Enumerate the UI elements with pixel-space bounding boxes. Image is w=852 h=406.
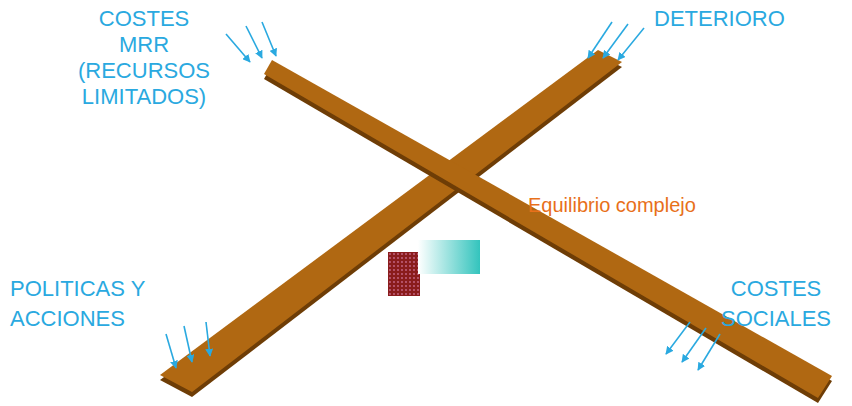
plank: [264, 60, 832, 398]
fulcrum-support: [418, 240, 480, 274]
force-arrows: [588, 22, 644, 60]
fulcrum-block: [388, 252, 420, 296]
force-label: POLITICAS Y ACCIONES: [10, 274, 180, 334]
force-arrows: [166, 322, 210, 368]
force-label: DETERIORO: [654, 6, 834, 32]
force-label: COSTES MRR (RECURSOS LIMITADOS): [74, 6, 214, 110]
force-label: COSTES SOCIALES: [706, 274, 846, 334]
force-arrows: [666, 322, 720, 370]
balance-caption: Equilibrio complejo: [528, 193, 748, 217]
force-arrows: [226, 22, 276, 62]
